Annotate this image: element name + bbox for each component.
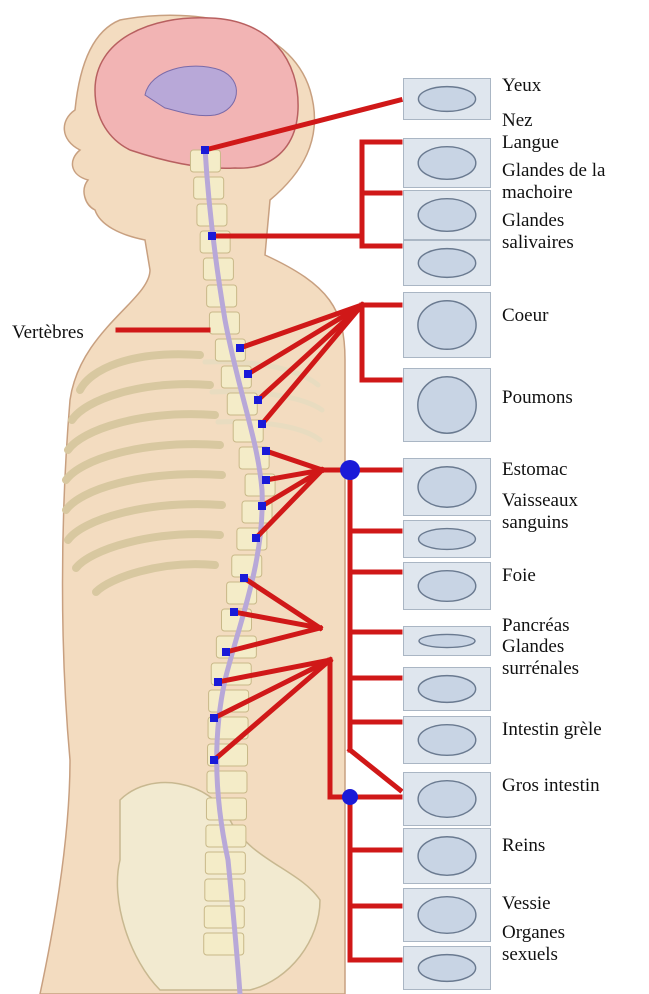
spine-marker	[262, 447, 270, 455]
organ-image-small-intestine	[403, 716, 491, 764]
organ-image-heart	[403, 292, 491, 358]
organ-label-kidneys: Reins	[502, 835, 545, 857]
vertebrae-label: Vertèbres	[12, 322, 84, 344]
organ-label-sexual: Organessexuels	[502, 922, 565, 966]
organ-label-adrenal: Glandessurrénales	[502, 636, 579, 680]
organ-image-bladder	[403, 888, 491, 942]
organ-label-vessels: Vaisseauxsanguins	[502, 490, 578, 534]
organ-label-bladder: Vessie	[502, 893, 551, 915]
vertebra	[204, 906, 244, 928]
nerve-hub-lower	[342, 789, 358, 805]
vertebra	[205, 879, 245, 901]
organ-label-eyes: Yeux	[502, 75, 541, 97]
organ-label-lungs: Poumons	[502, 387, 573, 409]
spine-marker	[208, 232, 216, 240]
organ-label-heart: Coeur	[502, 305, 548, 327]
spine-marker	[201, 146, 209, 154]
nerve-hub-upper	[340, 460, 360, 480]
spine-marker	[210, 756, 218, 764]
vertebra	[207, 771, 247, 793]
organ-image-large-intestine	[403, 772, 491, 826]
spine-marker	[262, 476, 270, 484]
organ-label-small-intestine: Intestin grèle	[502, 719, 602, 741]
organ-label-pancreas: Pancréas	[502, 615, 570, 637]
organ-image-pancreas	[403, 626, 491, 656]
organ-label-large-intestine: Gros intestin	[502, 775, 600, 797]
organ-image-liver	[403, 562, 491, 610]
organ-image-adrenal	[403, 667, 491, 711]
organ-image-sexual	[403, 946, 491, 990]
organ-label-salivary: Glandessalivaires	[502, 210, 574, 254]
spine-marker	[254, 396, 262, 404]
spine-marker	[230, 608, 238, 616]
organ-image-salivary	[403, 240, 491, 286]
spine-marker	[210, 714, 218, 722]
organ-label-nose: NezLangue	[502, 110, 559, 154]
organ-image-stomach	[403, 458, 491, 516]
spine-marker	[244, 370, 252, 378]
vertebra	[206, 798, 246, 820]
spine-marker	[222, 648, 230, 656]
organ-image-vessels	[403, 520, 491, 558]
organ-image-kidneys	[403, 828, 491, 884]
spine-marker	[214, 678, 222, 686]
spine-marker	[252, 534, 260, 542]
spine-marker	[240, 574, 248, 582]
organ-label-jaw: Glandes de lamachoire	[502, 160, 605, 204]
organ-image-nose	[403, 138, 491, 188]
spine-marker	[258, 420, 266, 428]
organ-image-eyes	[403, 78, 491, 120]
organ-label-liver: Foie	[502, 565, 536, 587]
spine-marker	[258, 502, 266, 510]
organ-image-jaw	[403, 190, 491, 240]
spine-marker	[236, 344, 244, 352]
organ-image-lungs	[403, 368, 491, 442]
organ-label-stomach: Estomac	[502, 459, 567, 481]
